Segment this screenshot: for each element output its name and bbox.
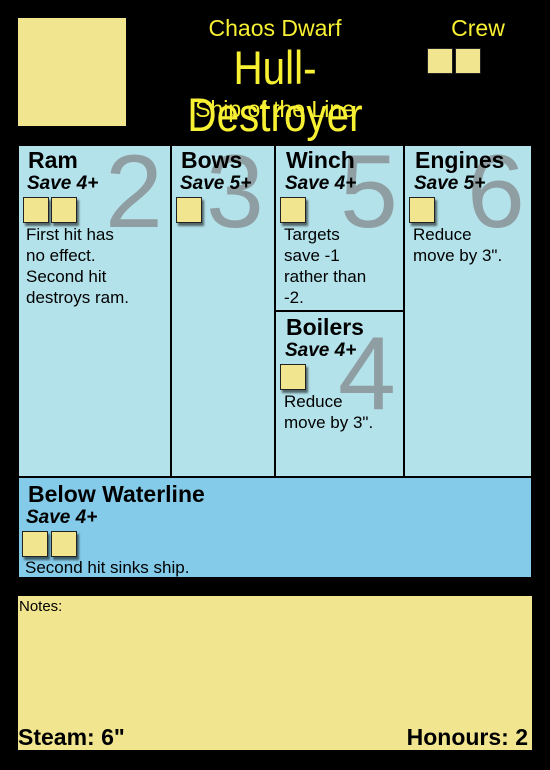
section-boilers: 4 Boilers Save 4+ Reduce move by 3". <box>274 310 405 478</box>
boilers-effect-line: move by 3". <box>284 413 374 432</box>
ship-image-placeholder <box>18 18 126 126</box>
ram-effect-line: destroys ram. <box>26 288 129 307</box>
winch-effect-line: -2. <box>284 288 304 307</box>
engines-location-number: 6 <box>467 144 525 250</box>
boilers-location-number: 4 <box>338 316 396 432</box>
ram-damage-checkbox-2[interactable] <box>51 197 77 223</box>
bows-location-number: 3 <box>206 144 264 250</box>
below-waterline-effect-text: Second hit sinks ship. <box>25 558 190 577</box>
ram-name: Ram <box>28 147 78 173</box>
engines-name: Engines <box>415 147 505 173</box>
section-below-waterline: Below Waterline Save 4+ Second hit sinks… <box>17 476 533 579</box>
below-waterline-damage-checkbox-1[interactable] <box>22 531 48 557</box>
engines-damage-checkbox-1[interactable] <box>409 197 435 223</box>
boilers-name: Boilers <box>286 314 364 340</box>
ram-effect-line: Second hit <box>26 267 107 286</box>
notes-label: Notes: <box>19 598 63 615</box>
winch-effect-text: Targets save -1 rather than -2. <box>284 224 366 308</box>
winch-damage-checkbox-1[interactable] <box>280 197 306 223</box>
crew-label: Crew <box>451 15 505 41</box>
below-waterline-name: Below Waterline <box>28 481 205 507</box>
ram-location-number: 2 <box>105 144 163 250</box>
winch-effect-line: rather than <box>284 267 367 286</box>
winch-location-number: 5 <box>340 144 398 250</box>
ram-effect-line: First hit has <box>26 225 114 244</box>
winch-effect-line: Targets <box>284 225 340 244</box>
engines-effect-line: move by 3". <box>413 246 503 265</box>
bows-damage-checkbox-1[interactable] <box>176 197 202 223</box>
boilers-save: Save 4+ <box>285 340 357 361</box>
ram-effect-line: no effect. <box>26 246 96 265</box>
section-bows: 3 Bows Save 5+ <box>170 144 276 478</box>
bows-save: Save 5+ <box>180 173 252 194</box>
ship-class: Ship of the Line <box>195 96 355 122</box>
boilers-effect-text: Reduce move by 3". <box>284 391 373 433</box>
crew-checkbox-2[interactable] <box>455 48 481 74</box>
engines-save: Save 5+ <box>414 173 486 194</box>
crew-checkbox-1[interactable] <box>427 48 453 74</box>
below-waterline-damage-checkbox-2[interactable] <box>51 531 77 557</box>
section-winch: 5 Winch Save 4+ Targets save -1 rather t… <box>274 144 405 312</box>
winch-name: Winch <box>286 147 355 173</box>
bows-name: Bows <box>181 147 243 173</box>
section-engines: 6 Engines Save 5+ Reduce move by 3". <box>403 144 533 478</box>
engines-effect-text: Reduce move by 3". <box>413 224 502 266</box>
ram-damage-checkbox-1[interactable] <box>23 197 49 223</box>
winch-save: Save 4+ <box>285 173 357 194</box>
steam-stat: Steam: 6" <box>18 724 125 750</box>
ram-save: Save 4+ <box>27 173 99 194</box>
boilers-effect-line: Reduce <box>284 392 343 411</box>
winch-effect-line: save -1 <box>284 246 340 265</box>
below-waterline-save: Save 4+ <box>26 507 98 528</box>
section-ram: 2 Ram Save 4+ First hit has no effect. S… <box>17 144 172 478</box>
faction-label: Chaos Dwarf <box>208 15 342 41</box>
notes-area[interactable]: Notes: <box>18 596 532 734</box>
honours-stat: Honours: 2 <box>406 724 528 750</box>
boilers-damage-checkbox-1[interactable] <box>280 364 306 390</box>
footer-bar: Steam: 6" Honours: 2 <box>18 725 532 750</box>
ship-name: Hull-Destroyer <box>187 41 363 141</box>
engines-effect-line: Reduce <box>413 225 472 244</box>
ram-effect-text: First hit has no effect. Second hit dest… <box>26 224 129 308</box>
